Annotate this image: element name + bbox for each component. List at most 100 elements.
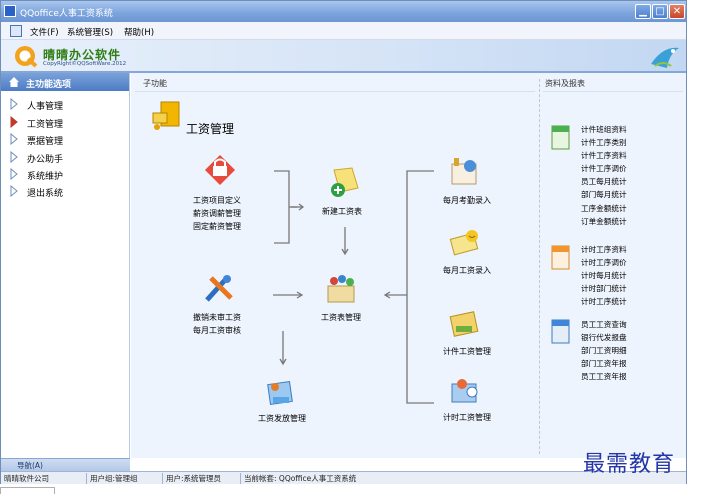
sidebar-header: 主功能选项 [1,73,129,91]
report-link[interactable]: 员工工资年报 [581,372,627,382]
status-bar: 晴晴软件公司 用户组:管理组 用户:系统管理员 当前帐套: QQoffice人事… [1,471,686,484]
triangle-right-icon [10,185,18,197]
report-link[interactable]: 部门工资明细 [581,346,627,356]
divider [135,91,535,92]
menu-system[interactable]: 系统管理(S) [67,28,114,38]
item-define-link[interactable]: 工资项目定义 [193,196,241,205]
orange-report-icon [551,245,570,270]
attendance-entry-link[interactable]: 每月考勤录入 [443,196,491,205]
triangle-right-icon [10,116,18,128]
new-salary-table-link[interactable]: 新建工资表 [322,207,362,216]
menu-help[interactable]: 帮助(H) [124,28,155,38]
triangle-right-icon [10,98,18,110]
sidebar-item-exit[interactable]: 退出系统 [1,182,129,199]
status-company: 晴晴软件公司 [1,473,87,484]
monthly-audit-link[interactable]: 每月工资审核 [193,326,241,335]
report-link[interactable]: 银行代发报盘 [581,333,627,343]
payout-manage-link[interactable]: 工资发放管理 [258,414,306,423]
report-link[interactable]: 员工工资查询 [581,320,627,329]
blue-report-icon [551,319,570,344]
bottom-tab [0,487,55,494]
new-document-icon[interactable] [328,166,362,200]
report-link[interactable]: 计时部门统计 [581,284,627,294]
audit-links: 撤销未审工资 每月工资审核 [193,311,241,337]
payout-icon[interactable] [263,375,297,409]
salary-entry-icon[interactable] [448,226,482,260]
status-account: 当前帐套: QQoffice人事工资系统 [244,474,357,483]
salary-adjust-link[interactable]: 薪资调薪管理 [193,209,241,218]
report-link[interactable]: 计时工序统计 [581,297,627,307]
report-link[interactable]: 计时工序调价 [581,258,627,268]
sidebar-item-bills[interactable]: 票据管理 [1,130,129,147]
salary-folder-icon [152,101,180,130]
bird-logo-icon [651,47,679,68]
report-link[interactable]: 工序金额统计 [581,203,627,213]
sidebar-item-personnel[interactable]: 人事管理 [1,95,129,112]
navigation-tab-label: 导航(A) [17,461,43,470]
salary-table-manage-link[interactable]: 工资表管理 [321,313,361,322]
reports-title: 资料及报表 [545,79,585,88]
logo-icon [15,46,38,68]
sidebar-header-label: 主功能选项 [26,80,72,90]
piece-wage-manage-link[interactable]: 计件工资管理 [443,347,491,356]
report-link[interactable]: 部门工资年报 [581,359,627,369]
app-window: QQoffice人事工资系统 ▁ □ ✕ 文件(F) 系统管理(S) 帮助(H)… [0,0,687,484]
triangle-right-icon [10,168,18,180]
logo-subtitle: CopyRight©QQSoftWare.2012 [43,61,127,67]
lock-diamond-icon[interactable] [203,153,237,187]
sidebar-item-label: 办公助手 [27,155,64,165]
tools-icon[interactable] [203,272,237,306]
report-link[interactable]: 计件工序资料 [581,151,627,161]
maximize-button[interactable]: □ [652,4,668,19]
item-define-links: 工资项目定义 薪资调薪管理 固定薪资管理 [193,194,241,233]
system-menu-icon[interactable] [10,25,22,37]
main-panel: 子功能 资料及报表 工资管理 [131,73,686,458]
sidebar-item-maintenance[interactable]: 系统维护 [1,165,129,182]
report-link[interactable]: 计时每月统计 [581,271,627,281]
navigation-tab[interactable]: 导航(A) [1,458,130,471]
sidebar-item-label: 退出系统 [27,189,64,199]
sidebar-item-office[interactable]: 办公助手 [1,148,129,165]
sidebar-item-label: 工资管理 [27,120,64,130]
time-wage-manage-link[interactable]: 计时工资管理 [443,413,491,422]
sidebar-item-salary[interactable]: 工资管理 [1,113,129,130]
report-link[interactable]: 计件工序调价 [581,164,627,174]
section-label: 子功能 [143,79,167,88]
window-title: QQoffice人事工资系统 [20,9,113,19]
report-link[interactable]: 计时工序资料 [581,245,627,254]
triangle-right-icon [10,151,18,163]
home-icon [9,77,19,87]
status-user: 用户:系统管理员 [163,473,241,484]
report-link[interactable]: 计件工序类别 [581,138,627,148]
people-table-icon[interactable] [324,272,358,306]
sidebar-item-label: 系统维护 [27,172,64,182]
menu-bar: 文件(F) 系统管理(S) 帮助(H) [1,22,686,40]
green-report-icon [551,125,570,150]
menu-file[interactable]: 文件(F) [30,28,59,38]
report-link[interactable]: 计件班组资料 [581,125,627,134]
minimize-button[interactable]: ▁ [635,4,651,19]
sidebar-item-label: 票据管理 [27,137,64,147]
time-wage-icon[interactable] [448,374,482,408]
title-bar[interactable]: QQoffice人事工资系统 ▁ □ ✕ [1,1,686,22]
sidebar-item-label: 人事管理 [27,102,64,112]
report-link[interactable]: 员工每月统计 [581,177,627,187]
attendance-icon[interactable] [448,156,482,190]
app-banner: 晴晴办公软件 CopyRight©QQSoftWare.2012 [1,40,686,73]
watermark-text: 最需教育 [583,452,676,477]
app-icon [4,5,16,17]
salary-entry-link[interactable]: 每月工资录入 [443,266,491,275]
piece-report-list: 计件班组资料 计件工序类别 计件工序资料 计件工序调价 员工每月统计 部门每月统… [581,123,627,228]
close-button[interactable]: ✕ [669,4,685,19]
revoke-unaudited-link[interactable]: 撤销未审工资 [193,313,241,322]
sidebar: 主功能选项 人事管理 工资管理 票据管理 办公助手 系统维护 退出系统 [1,73,130,458]
report-link[interactable]: 订单金额统计 [581,216,627,226]
piece-wage-icon[interactable] [448,306,482,340]
salary-report-list: 员工工资查询 银行代发报盘 部门工资明细 部门工资年报 员工工资年报 [581,318,627,383]
divider [543,91,683,92]
divider [539,79,540,454]
report-link[interactable]: 部门每月统计 [581,190,627,200]
fixed-salary-link[interactable]: 固定薪资管理 [193,222,241,231]
page-title: 工资管理 [186,122,235,136]
time-report-list: 计时工序资料 计时工序调价 计时每月统计 计时部门统计 计时工序统计 [581,243,627,308]
